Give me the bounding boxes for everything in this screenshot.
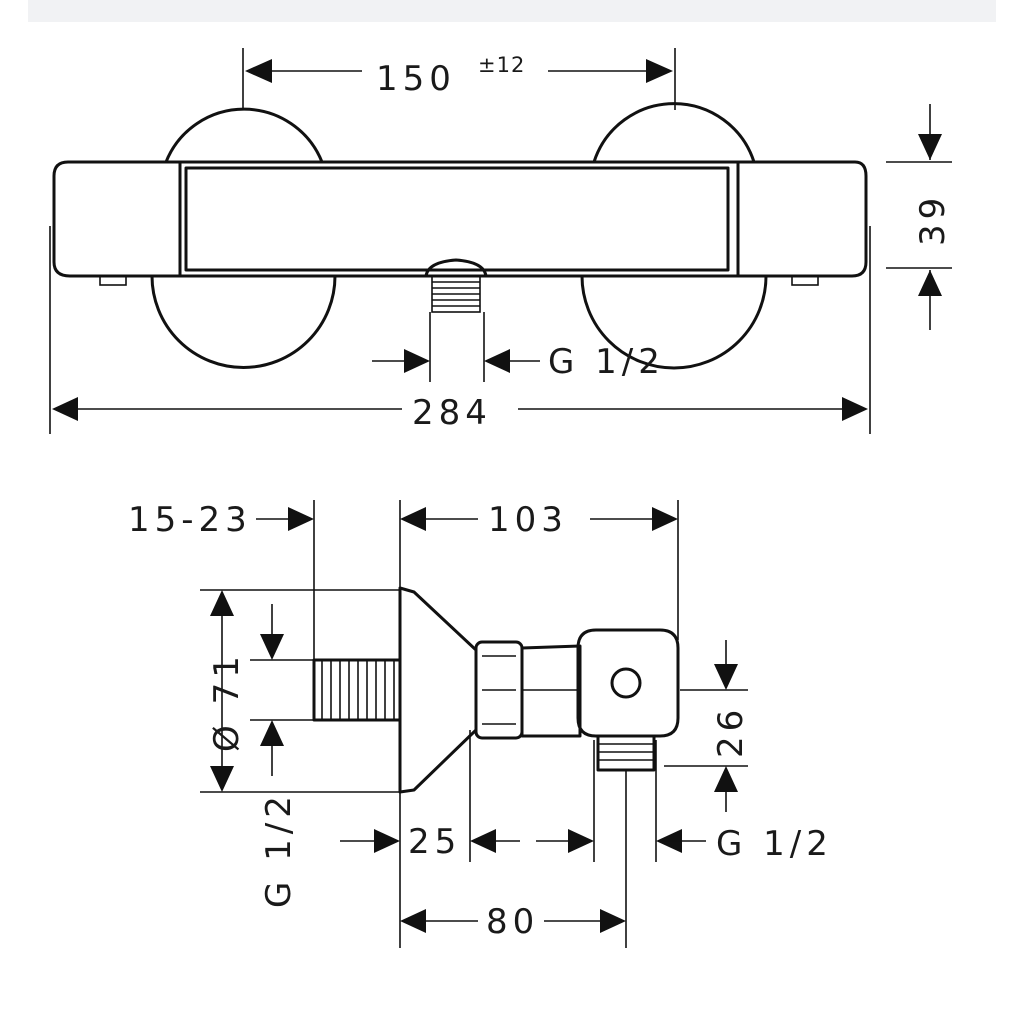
- right-rosette: [580, 102, 768, 370]
- left-foot: [99, 275, 127, 286]
- dim-39: 39: [913, 193, 953, 246]
- mixer-body: [52, 160, 868, 278]
- dim-inlet-thread: G 1/2: [259, 791, 299, 908]
- side-outlet-thread: [596, 734, 656, 772]
- top-band: [28, 0, 996, 22]
- left-rosette: [150, 107, 337, 369]
- right-foot: [791, 275, 819, 286]
- side-rosette: [398, 586, 478, 794]
- dim-103: 103: [488, 500, 568, 540]
- center-body-panel: [184, 166, 730, 272]
- outlet-cap: [424, 258, 488, 277]
- dim-side-outlet-thread: G 1/2: [716, 824, 833, 864]
- connector-body: [520, 644, 582, 738]
- dim-150: 150: [376, 59, 456, 99]
- dim-outlet-thread: G 1/2: [548, 342, 665, 382]
- dim-diameter-71: Ø 71: [207, 651, 247, 752]
- spindle-icon: [610, 667, 642, 699]
- outlet-thread: [431, 275, 481, 313]
- dim-15-23: 15-23: [128, 500, 252, 540]
- thermostat-head: [576, 628, 680, 738]
- dim-150-tolerance: ±12: [478, 53, 525, 77]
- dim-26: 26: [711, 705, 751, 758]
- eccentric-thread: [312, 658, 402, 722]
- dim-284: 284: [412, 393, 492, 433]
- dim-25: 25: [408, 822, 461, 862]
- front-view: 150 ±12 39 G 1/2 284: [49, 48, 953, 434]
- side-view: 15-23 103 Ø 71 G 1/2 25 G 1/2: [128, 500, 833, 948]
- dim-80: 80: [486, 902, 539, 942]
